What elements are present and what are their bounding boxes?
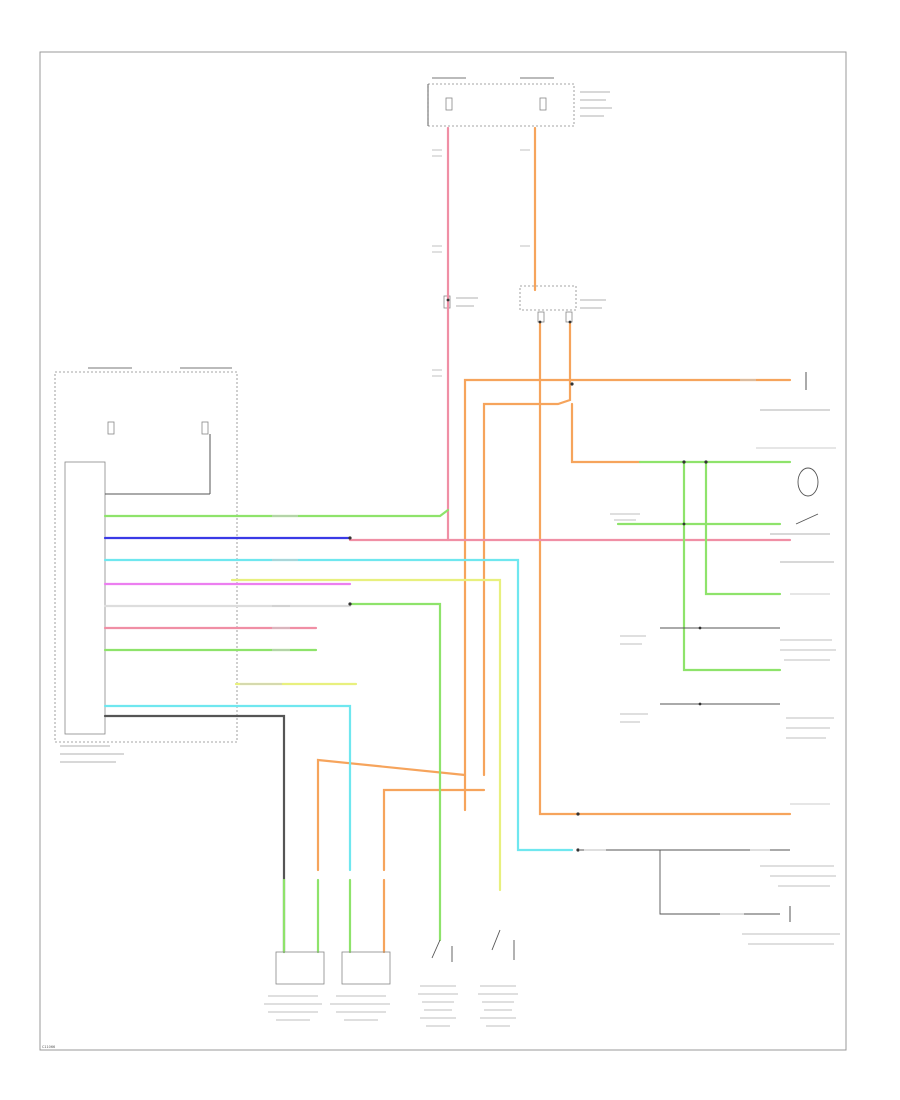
wire-dark-gray bbox=[103, 714, 286, 954]
clock-spring-connector bbox=[760, 372, 830, 411]
wire-orange-seatbelt bbox=[316, 758, 467, 872]
wire-orange-clock bbox=[463, 378, 792, 812]
wire-green-loop-2 bbox=[704, 460, 782, 596]
fuse-block-top bbox=[427, 77, 612, 127]
wire-green-top bbox=[103, 508, 450, 518]
page-reference: C11066 bbox=[42, 1045, 55, 1049]
instrument-panel-module bbox=[54, 367, 238, 763]
wire-orange-branch bbox=[482, 320, 572, 777]
wire-yellow bbox=[230, 578, 502, 892]
door-lock-labels bbox=[610, 513, 836, 805]
wire-green-switch bbox=[348, 602, 442, 942]
left-front-door-switch bbox=[478, 929, 518, 1027]
wire-cyan-1 bbox=[103, 558, 574, 852]
right-front-seatbelt-buckle bbox=[264, 951, 325, 1021]
luggage-compartment-labels bbox=[742, 865, 840, 945]
diagram-frame bbox=[39, 51, 847, 1051]
wire-cyan-2 bbox=[103, 704, 352, 872]
wire-tags bbox=[240, 149, 770, 915]
wire-green-loop bbox=[682, 460, 782, 672]
wire-orange-seatbelt-2 bbox=[382, 788, 486, 872]
seat-belt-switch-component bbox=[756, 447, 836, 563]
left-front-seatbelt-buckle bbox=[330, 951, 391, 1021]
wire-orange-down bbox=[538, 320, 792, 816]
wire-orange-right bbox=[570, 402, 642, 464]
fuse-junction-middle bbox=[443, 285, 606, 323]
right-front-door-switch bbox=[418, 939, 458, 1027]
